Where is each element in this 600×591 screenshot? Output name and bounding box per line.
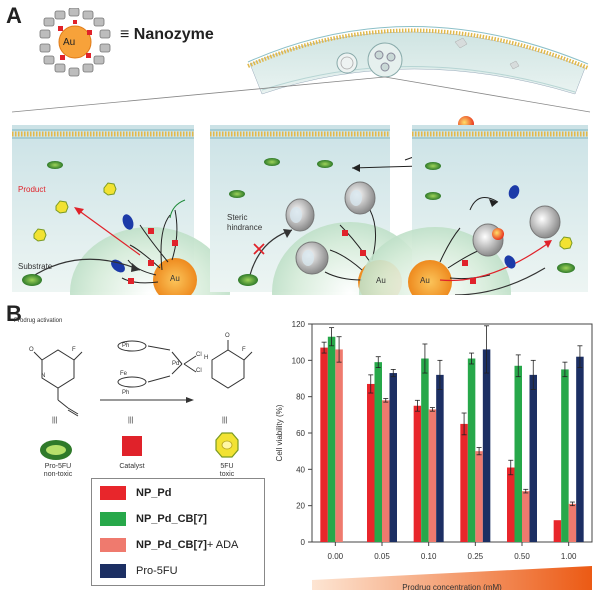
- h-label-right: H: [204, 355, 209, 361]
- prodrug-scheme: [33, 340, 253, 460]
- bar: [529, 374, 537, 542]
- bar: [460, 423, 468, 542]
- bar: [507, 467, 515, 542]
- f-label-left: F: [72, 347, 76, 353]
- legend-item: Pro-5FU: [100, 563, 178, 579]
- eq-symbol-prodrug: |||: [52, 417, 58, 424]
- y-axis-label: Cell viability (%): [275, 404, 284, 461]
- drug-desc: toxic: [219, 471, 235, 478]
- legend-label: NP_Pd_CB[7]: [136, 513, 207, 525]
- ph-label-top: Ph: [122, 343, 130, 349]
- bar: [514, 365, 522, 542]
- bar: [436, 374, 444, 542]
- bar: [327, 336, 336, 542]
- x-axis-label: Prodrug concentration (mM): [402, 583, 502, 590]
- eq-symbol-catalyst: |||: [128, 417, 134, 424]
- x-tick-label: 0.50: [514, 552, 530, 561]
- prodrug-activation-title: Prodrug activation: [14, 318, 63, 324]
- y-tick-label: 40: [296, 465, 305, 474]
- right-core-label: Au: [420, 276, 430, 285]
- bar: [568, 503, 577, 542]
- bar: [421, 358, 429, 542]
- product-label: Product: [18, 185, 46, 194]
- middle-core-label: Au: [376, 276, 386, 285]
- bar: [413, 405, 422, 542]
- legend-label: NP_Pd: [136, 487, 172, 499]
- o-label-right: O: [225, 333, 230, 339]
- y-tick-label: 80: [296, 393, 305, 402]
- o-label-left: O: [29, 347, 34, 353]
- nanozyme-icon: [39, 8, 111, 77]
- y-tick-label: 100: [292, 356, 306, 365]
- x-tick-label: 1.00: [561, 552, 577, 561]
- legend-swatch: [100, 512, 126, 526]
- x-tick-label: 0.25: [468, 552, 484, 561]
- legend-swatch: [100, 564, 126, 578]
- concentration-gradient-wedge: [312, 566, 592, 590]
- y-tick-label: 60: [296, 429, 305, 438]
- catalyst-label: Catalyst: [119, 463, 145, 470]
- bar: [561, 369, 569, 542]
- bar: [428, 409, 437, 542]
- bar: [389, 373, 397, 542]
- y-tick-label: 120: [292, 320, 306, 329]
- nanozyme-core-label: Au: [63, 37, 76, 48]
- bar: [367, 383, 375, 542]
- prodrug-desc: non-toxic: [43, 471, 73, 478]
- mechanism-panels: [12, 116, 588, 295]
- substrate-label: Substrate: [18, 262, 53, 271]
- y-tick-label: 0: [301, 538, 306, 547]
- bar: [475, 451, 483, 542]
- panel-a-letter: A: [6, 3, 22, 28]
- bar: [335, 349, 343, 542]
- eq-symbol-drug: |||: [222, 417, 228, 424]
- bar: [553, 520, 562, 542]
- nanozyme-equivalence-label: ≡ Nanozyme: [120, 26, 214, 43]
- steric-hindrance-label: Steric hindrance: [227, 213, 263, 232]
- drug-name: 5FU: [220, 463, 234, 470]
- plot-frame: [311, 323, 593, 543]
- n-label-left: N: [41, 373, 46, 379]
- x-tick-label: 0.05: [374, 552, 390, 561]
- legend-label: NP_Pd_CB[7]: [136, 539, 207, 551]
- legend-item: NP_Pd_CB[7]: [100, 511, 207, 527]
- bar: [522, 491, 530, 542]
- legend-swatch: [100, 538, 126, 552]
- cl-label-1: Cl: [196, 352, 202, 358]
- legend-swatch: [100, 486, 126, 500]
- x-tick-label: 0.10: [421, 552, 437, 561]
- legend-item: NP_Pd_CB[7] + ADA: [100, 537, 238, 553]
- bar: [482, 349, 491, 542]
- bar: [576, 356, 584, 542]
- panel-b-letter: B: [6, 301, 22, 326]
- legend-label: Pro-5FU: [136, 565, 178, 577]
- left-core-label: Au: [170, 274, 180, 283]
- cl-label-2: Cl: [196, 368, 202, 374]
- prodrug-name: Pro-5FU: [44, 463, 72, 470]
- pd-label: Pd: [172, 361, 180, 367]
- legend-label-suffix: + ADA: [206, 539, 239, 551]
- f-label-right: F: [242, 347, 246, 353]
- y-tick-label: 20: [296, 502, 305, 511]
- x-tick-label: 0.00: [328, 552, 344, 561]
- bar: [382, 400, 390, 542]
- cell-overview-illustration: [11, 26, 591, 113]
- fe-label: Fe: [120, 371, 128, 377]
- bar: [374, 362, 382, 542]
- bar: [320, 347, 328, 542]
- ph-label-bottom: Ph: [122, 390, 130, 396]
- legend-item: NP_Pd: [100, 485, 171, 501]
- bar: [467, 358, 476, 542]
